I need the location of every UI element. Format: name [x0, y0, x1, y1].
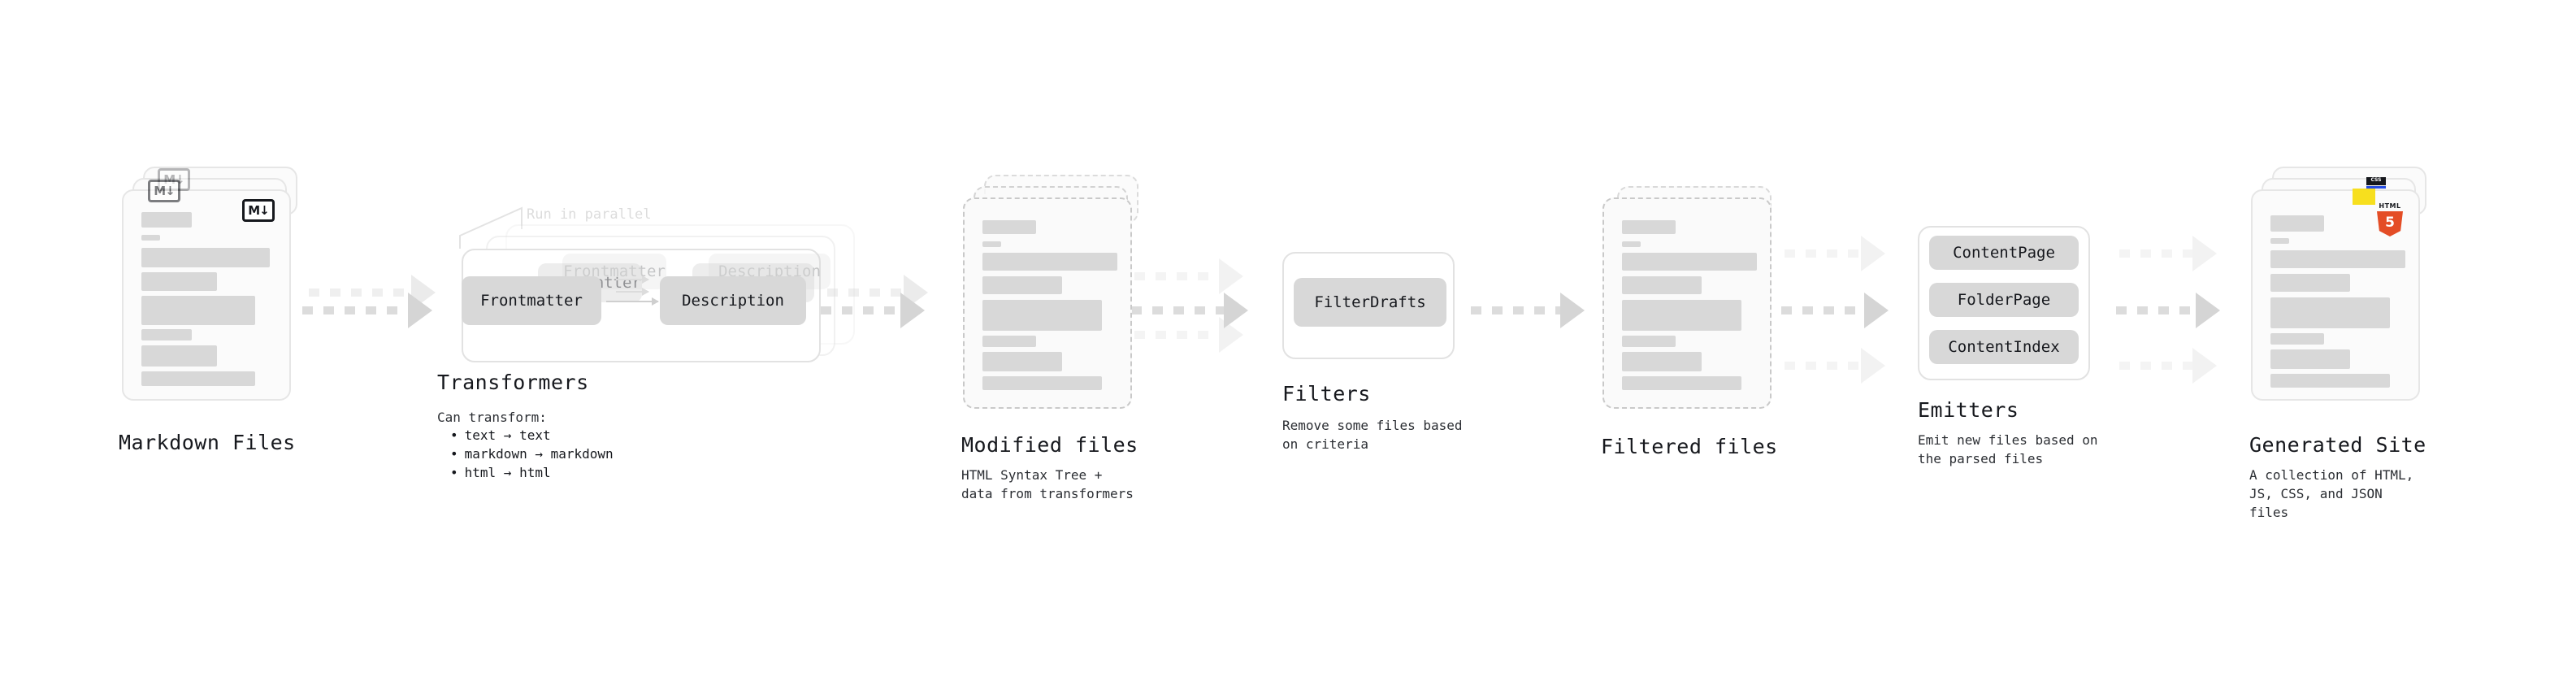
generated-file-stack: CSS HTML [2251, 167, 2426, 404]
emitters-subtitle: Emit new files based on the parsed files [1918, 432, 2098, 467]
stage-filters: FilterDrafts Filters Remove some files b… [1282, 252, 1526, 496]
stage-modified-files: Modified files HTML Syntax Tree + data f… [961, 175, 1138, 501]
javascript-icon [2353, 189, 2375, 205]
stage-transformers: Run in parallel Frontmatter Description … [437, 185, 861, 510]
flow-arrow-6-top [2119, 236, 2217, 271]
stage-title-generated-site: Generated Site [2249, 433, 2426, 457]
emitter-pill-folderpage[interactable]: FolderPage [1929, 283, 2079, 317]
parallel-bracket-icon [459, 206, 523, 249]
css3-icon: CSS [2366, 177, 2386, 189]
modified-files-subtitle: HTML Syntax Tree + data from transformer… [961, 467, 1134, 502]
html5-icon: HTML [2375, 202, 2405, 236]
flow-arrow-6-bottom [2119, 348, 2217, 384]
transformer-pill-description[interactable]: Description [660, 276, 806, 325]
flow-arrow-1 [302, 293, 432, 328]
filters-subtitle: Remove some files based on criteria [1282, 418, 1463, 453]
flow-arrow-5-top [1785, 236, 1885, 271]
transformer-pill-frontmatter[interactable]: Frontmatter [462, 276, 601, 325]
stage-filtered-files: Filtered files [1601, 175, 1777, 458]
filtered-file-stack [1602, 175, 1773, 409]
transformers-bullet-2: html → html [450, 463, 614, 482]
flow-arrow-4 [1471, 293, 1585, 328]
stage-title-markdown-files: Markdown Files [119, 431, 296, 454]
flow-arrow-3 [1131, 293, 1248, 328]
file-sheet-front [963, 197, 1132, 409]
transformers-bullet-0: text → text [450, 426, 614, 445]
markdown-icon-middle: M↓ [148, 180, 180, 202]
stage-title-filters: Filters [1282, 382, 1371, 406]
stage-generated-site: CSS HTML Generated Site A collection of … [2249, 167, 2426, 520]
modified-file-stack [963, 175, 1138, 409]
stage-title-transformers: Transformers [437, 371, 589, 394]
transformers-bullet-1: markdown → markdown [450, 445, 614, 463]
flow-arrow-2 [821, 293, 925, 328]
run-in-parallel-label: Run in parallel [527, 206, 652, 223]
markdown-icon: M↓ [242, 199, 275, 222]
file-sheet-front [122, 189, 291, 401]
markdown-file-stack: M↓ M↓ M↓ [122, 167, 297, 402]
stage-emitters: ContentPage FolderPage ContentIndex Emit… [1918, 226, 2178, 494]
stage-title-filtered-files: Filtered files [1601, 435, 1778, 458]
stage-title-modified-files: Modified files [961, 433, 1138, 457]
generated-site-subtitle: A collection of HTML, JS, CSS, and JSON … [2249, 467, 2414, 521]
emitter-pill-contentindex[interactable]: ContentIndex [1929, 330, 2079, 364]
file-sheet-front [1602, 197, 1772, 409]
transformers-bullets: text → text markdown → markdown html → h… [437, 426, 614, 483]
flow-arrow-5-bottom [1785, 348, 1885, 384]
emitter-pill-contentpage[interactable]: ContentPage [1929, 236, 2079, 270]
transformers-subtitle: Can transform: [437, 410, 547, 425]
stage-title-emitters: Emitters [1918, 398, 2019, 422]
flow-arrow-6 [2116, 293, 2220, 328]
flow-arrow-5 [1781, 293, 1889, 328]
filter-pill-filterdrafts[interactable]: FilterDrafts [1294, 278, 1446, 327]
stage-markdown-files: M↓ M↓ M↓ Markdown Files [119, 167, 297, 454]
flow-arrow-3-ghost-top [1134, 258, 1243, 294]
